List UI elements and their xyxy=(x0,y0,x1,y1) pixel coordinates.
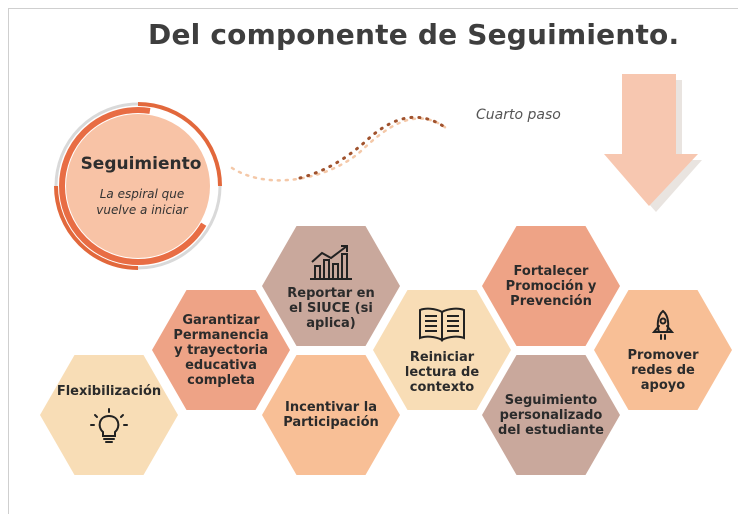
hex-fortalecer-promocion: Fortalecer Promoción y Prevención xyxy=(482,226,620,346)
hex-seguimiento-personalizado: Seguimiento personalizado del estudiante xyxy=(482,355,620,475)
dotted-path-dark xyxy=(298,115,448,180)
step-label: Cuarto paso xyxy=(476,107,561,123)
hex-label: Incentivar la Participación xyxy=(283,400,379,430)
spiral-inner-ring xyxy=(59,107,217,265)
hex-label: Promover redes de apoyo xyxy=(627,347,699,393)
hex-reportar-siuce: Reportar en el SIUCE (si aplica) xyxy=(262,226,400,346)
hex-reiniciar-lectura: Reiniciar lectura de contexto xyxy=(373,290,511,410)
rocket-icon xyxy=(651,309,675,340)
spiral-arc-bottom xyxy=(54,185,139,270)
spiral-disc xyxy=(66,114,210,258)
hex-label: Reportar en el SIUCE (si aplica) xyxy=(287,285,375,331)
hex-label: Flexibilización xyxy=(56,383,162,399)
hex-label: Seguimiento personalizado del estudiante xyxy=(498,392,604,438)
spiral-subtitle: La espiral que vuelve a iniciar xyxy=(96,187,188,217)
lightbulb-icon xyxy=(90,407,128,443)
page-title: Del componente de Seguimiento. xyxy=(148,18,680,51)
chart-growth-icon xyxy=(310,244,352,280)
hex-label: Garantizar Permanencia y trayectoria edu… xyxy=(173,312,269,388)
hex-garantizar-permanencia: Garantizar Permanencia y trayectoria edu… xyxy=(152,290,290,410)
spiral-arc-top xyxy=(137,102,222,187)
hex-label: Reiniciar lectura de contexto xyxy=(404,349,480,395)
hex-label: Fortalecer Promoción y Prevención xyxy=(505,263,597,309)
down-arrow-icon xyxy=(604,74,698,206)
spiral-title: Seguimiento xyxy=(80,154,202,174)
dotted-path-light xyxy=(230,117,448,182)
hex-promover-redes: Promover redes de apoyo xyxy=(594,290,732,410)
hex-flexibilizacion: Flexibilización xyxy=(40,355,178,475)
open-book-icon xyxy=(419,307,465,342)
hex-incentivar-participacion: Incentivar la Participación xyxy=(262,355,400,475)
slide-frame xyxy=(8,8,738,514)
